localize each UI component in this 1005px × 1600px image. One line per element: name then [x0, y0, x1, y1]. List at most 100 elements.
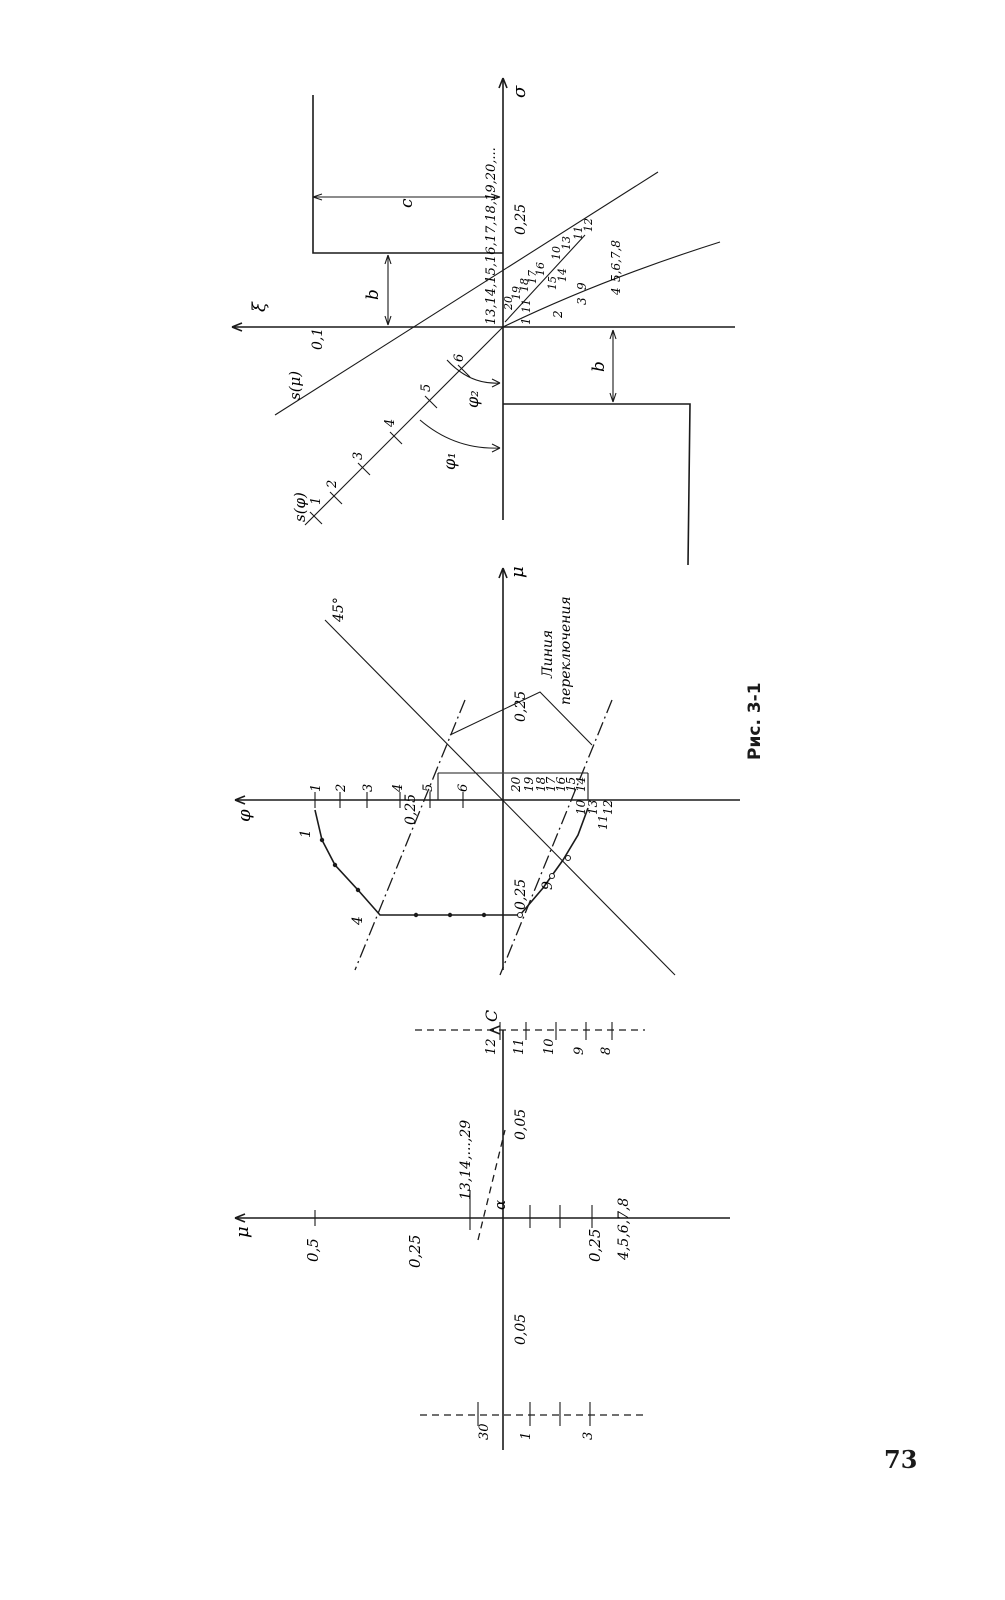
right-sigma-axis-arrow	[498, 77, 508, 89]
middle-panel: φ μ 45° Линия переключения	[234, 566, 740, 976]
diag-tick-line	[504, 234, 586, 323]
left-tick-0-05-bottom: 0,05	[513, 1314, 529, 1345]
middle-upper-ticks	[314, 792, 464, 808]
s-phi-label: s(φ)	[291, 492, 309, 522]
middle-lower-num-12: 12	[601, 800, 615, 815]
right-tick-0-1: 0,1	[310, 328, 326, 350]
left-panel: μ 0,5 0,25 13,14,...,29 0,05 α 0,25 4,5,…	[232, 1010, 730, 1450]
left-alpha: α	[491, 1200, 509, 1210]
middle-upper-num-3: 3	[361, 784, 376, 792]
middle-upper-num-4: 4	[391, 784, 406, 793]
right-group-top: 13,14,15,16,17,18,19,20,...	[484, 147, 499, 325]
middle-tick-0-25-phi: 0,25	[403, 794, 419, 825]
lower-tick-3: 3	[581, 1432, 596, 1440]
diag-19: 19	[510, 286, 523, 300]
middle-lower-num-18: 18	[534, 776, 548, 792]
left-tick-0-25-bottom: 0,25	[586, 1229, 604, 1262]
s-phi-tick-2: 2	[325, 480, 340, 489]
left-tick-0-5: 0,5	[304, 1238, 322, 1262]
relay-upper	[312, 95, 503, 254]
curve-label-4: 4	[350, 916, 366, 926]
middle-mu-axis-arrow	[498, 567, 508, 579]
s-phi-tick-5: 5	[419, 384, 434, 392]
middle-upper-num-2: 2	[334, 784, 349, 793]
middle-upper-num-5: 5	[421, 784, 436, 792]
diag-4: 4	[609, 287, 623, 296]
left-mu-axis-arrow	[234, 1213, 246, 1223]
middle-upper-num-6: 6	[456, 784, 471, 792]
left-group-top: 13,14,...,29	[458, 1120, 474, 1200]
s-mu-label: s(μ)	[286, 371, 304, 400]
middle-lower-num-19: 19	[522, 776, 536, 792]
c-axis-arrow	[489, 1025, 501, 1035]
middle-lower-num-15: 15	[564, 777, 578, 792]
diag-9: 9	[575, 282, 589, 290]
switch-line-upper	[354, 699, 466, 971]
lower-tick-30: 30	[477, 1423, 492, 1440]
diag-2: 2	[551, 310, 565, 319]
switch-line-label-1: Линия	[540, 630, 556, 679]
left-mu-axis-label: μ	[232, 1226, 253, 1238]
angle-45-label: 45°	[331, 597, 347, 623]
c-tick-10: 10	[542, 1038, 557, 1055]
s-phi-tick-1: 1	[309, 497, 324, 505]
page-number: 73	[884, 1445, 918, 1474]
right-sigma-axis-label: σ	[509, 85, 530, 98]
s-phi-tick-4: 4	[383, 419, 398, 428]
lower-tick-1: 1	[519, 1432, 534, 1440]
switch-line-label-2: переключения	[558, 596, 574, 705]
diag-11b: 11	[520, 299, 533, 313]
switch-line-leader	[449, 691, 593, 746]
label-c: c	[397, 198, 417, 208]
s-mu-line	[274, 171, 659, 416]
label-b-upper: b	[363, 289, 383, 300]
diag-11: 11	[572, 226, 585, 240]
left-tick-0-05-top: 0,05	[513, 1109, 529, 1140]
curve-right-lower	[502, 241, 721, 328]
c-axis-label: C	[482, 1010, 501, 1022]
c-tick-12: 12	[484, 1038, 499, 1055]
diag-3: 3	[575, 297, 589, 305]
left-inclined-dashed	[477, 1129, 506, 1241]
middle-lower-num-16: 16	[554, 776, 568, 792]
phase-trajectory	[314, 807, 589, 916]
middle-tick-0-25-right: 0,25	[513, 691, 529, 722]
diag-5678: 5,6,7,8	[609, 240, 623, 282]
right-xi-axis-arrow	[231, 322, 243, 332]
diag-16: 16	[534, 262, 547, 276]
arc-phi-2	[446, 359, 501, 384]
middle-lower-num-20: 20	[509, 776, 523, 793]
middle-mu-axis-label: μ	[507, 566, 528, 578]
left-upper-ticks	[314, 1190, 593, 1230]
s-phi-ticks	[309, 364, 471, 525]
switch-line-lower	[499, 699, 613, 976]
diag-10: 10	[550, 246, 563, 260]
middle-lower-num-14: 14	[574, 777, 588, 792]
middle-lower-num-10: 10	[574, 799, 588, 815]
c-tick-9: 9	[572, 1047, 587, 1055]
lower-dashed-ticks	[477, 1402, 591, 1426]
relay-lower	[503, 403, 691, 566]
line-45-degree	[324, 619, 676, 976]
middle-phi-axis-arrow	[234, 795, 246, 805]
label-b-lower: b	[589, 361, 609, 372]
diag-15: 15	[546, 276, 559, 290]
figure-caption: Рис. 3-1	[745, 682, 765, 760]
c-tick-8: 8	[599, 1047, 614, 1055]
right-xi-axis-label: ξ	[249, 301, 270, 312]
diag-1: 1	[519, 317, 533, 325]
c-tick-11: 11	[512, 1038, 527, 1055]
middle-lower-num-13: 13	[586, 799, 600, 815]
trajectory-points	[319, 837, 571, 918]
phi-2-label: φ₂	[463, 390, 482, 408]
curve-label-9: 9	[540, 881, 556, 890]
arc-phi-1	[419, 419, 501, 449]
middle-upper-num-1: 1	[309, 784, 324, 792]
diag-20: 20	[502, 296, 515, 311]
middle-lower-num-11: 11	[596, 815, 610, 830]
curve-label-1: 1	[298, 829, 314, 838]
diag-14: 14	[556, 268, 569, 282]
left-tick-0-25-top: 0,25	[406, 1235, 424, 1268]
